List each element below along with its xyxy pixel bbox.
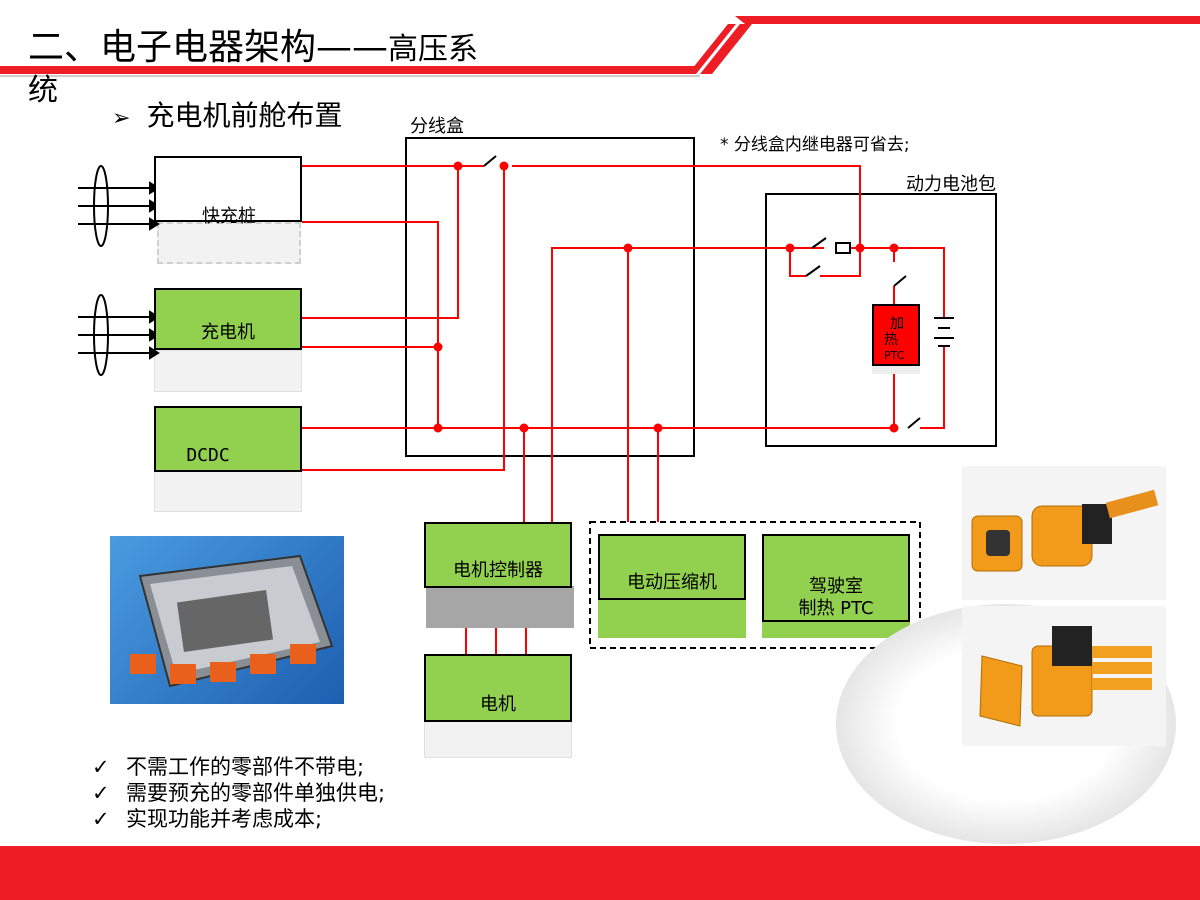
junction-box-photo [110,536,344,704]
summary-checklist: ✓ 不需工作的零部件不带电; ✓ 需要预充的零部件单独供电; ✓ 实现功能并考虑成本; [92,754,385,832]
checklist-item: ✓ 需要预充的零部件单独供电; [92,780,385,806]
relay-note: * 分线盒内继电器可省去; [720,135,910,155]
connector-photo-top [962,466,1166,600]
page-title: 二、电子电器架构——高压系 [28,28,478,70]
motor-controller-box: 电机控制器 [424,522,572,588]
dcdc-shadow [154,470,302,512]
relay-switches [483,155,921,429]
checklist-item-text: 需要预充的零部件单独供电; [126,781,386,805]
connector-top-illustration [971,489,1159,572]
checklist-item: ✓ 实现功能并考虑成本; [92,806,385,832]
heater-ptc-line1: 加 [890,316,904,332]
charger-shadow [154,350,302,392]
motor-box: 电机 [424,654,572,722]
motor-controller-shadow [426,586,574,628]
junction-box-illustration [130,554,334,688]
e-compressor-label: 电动压缩机 [627,572,717,593]
cabin-ptc-label: 驾驶室 制热 PTC [764,576,908,620]
connector-bottom-illustration [979,626,1152,727]
junction-box-outline [405,137,695,457]
thermal-group-outline [589,521,921,649]
section-heading-text: 充电机前舱布置 [146,99,343,132]
section-heading: ➢ 充电机前舱布置 [112,98,342,137]
cabin-ptc-box: 驾驶室 制热 PTC [762,534,910,622]
heater-ptc-shadow [872,366,920,374]
page-title-wrap: 统 [28,73,58,108]
arrow-bullet-icon: ➢ [112,106,131,131]
charger-inputs [78,294,160,376]
charger-box: 充电机 [154,288,302,350]
charger-label: 充电机 [201,322,255,343]
check-icon: ✓ [92,807,110,831]
footer-bar [0,846,1200,900]
page-title-main: 二、电子电器架构—— [28,27,389,68]
heater-ptc-box: 加 热 PTC [872,304,920,366]
e-compressor-box: 电动压缩机 [598,534,746,600]
page-title-sub: 高压系 [388,32,479,67]
connector-photo-bottom [962,606,1166,746]
cabin-ptc-label-line1: 驾驶室 [809,576,863,597]
junction-box-label: 分线盒 [410,116,464,137]
check-icon: ✓ [92,755,110,779]
fast-charger-inputs [78,165,160,247]
motor-label: 电机 [480,694,516,715]
battery-pack-label: 动力电池包 [906,174,996,195]
cabin-ptc-label-line2: 制热 PTC [798,598,874,619]
header-decoration [0,16,1200,77]
cabin-ptc-shadow [762,620,910,638]
battery-pack-outline [765,193,997,447]
heater-ptc-line3: PTC [884,349,905,362]
heater-ptc-line2: 热 [884,332,898,348]
junction-dots [433,161,899,433]
fast-charger-label: 快充桩 [202,206,256,227]
fast-charger-shadow [157,222,301,264]
check-icon: ✓ [92,781,110,805]
motor-controller-label: 电机控制器 [453,560,543,581]
compressor-shadow [598,598,746,638]
checklist-item-text: 实现功能并考虑成本; [126,807,323,831]
battery-cell-symbol [934,317,954,347]
heater-ptc-label: 加 热 PTC [884,316,904,364]
checklist-item-text: 不需工作的零部件不带电; [126,755,365,779]
checklist-item: ✓ 不需工作的零部件不带电; [92,754,385,780]
fast-charger-box: 快充桩 [154,156,302,227]
dcdc-label: DCDC [186,445,230,466]
dcdc-box: DCDC [154,406,302,472]
